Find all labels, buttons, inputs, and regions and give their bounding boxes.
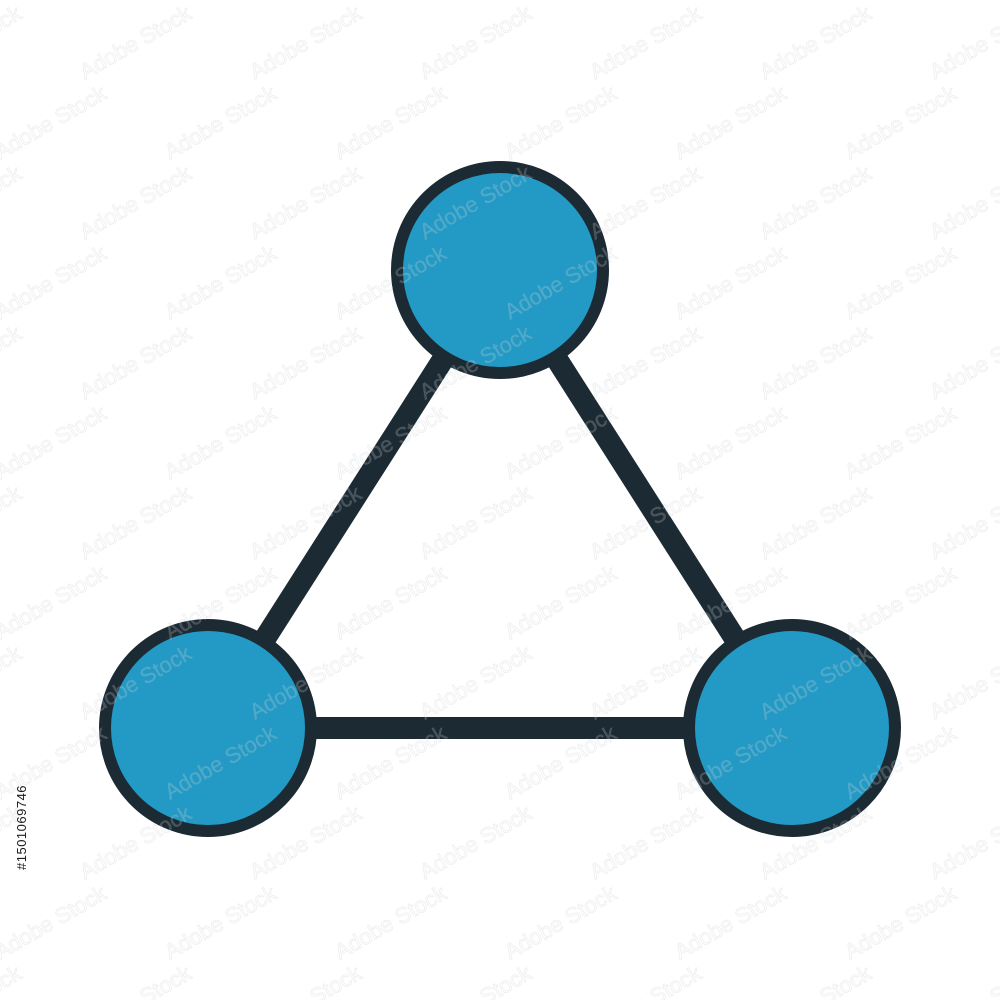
stock-id-label: #1501069746 (14, 784, 29, 870)
node-top (391, 161, 609, 379)
node-bottom-left (99, 619, 317, 837)
node-bottom-right (683, 619, 901, 837)
